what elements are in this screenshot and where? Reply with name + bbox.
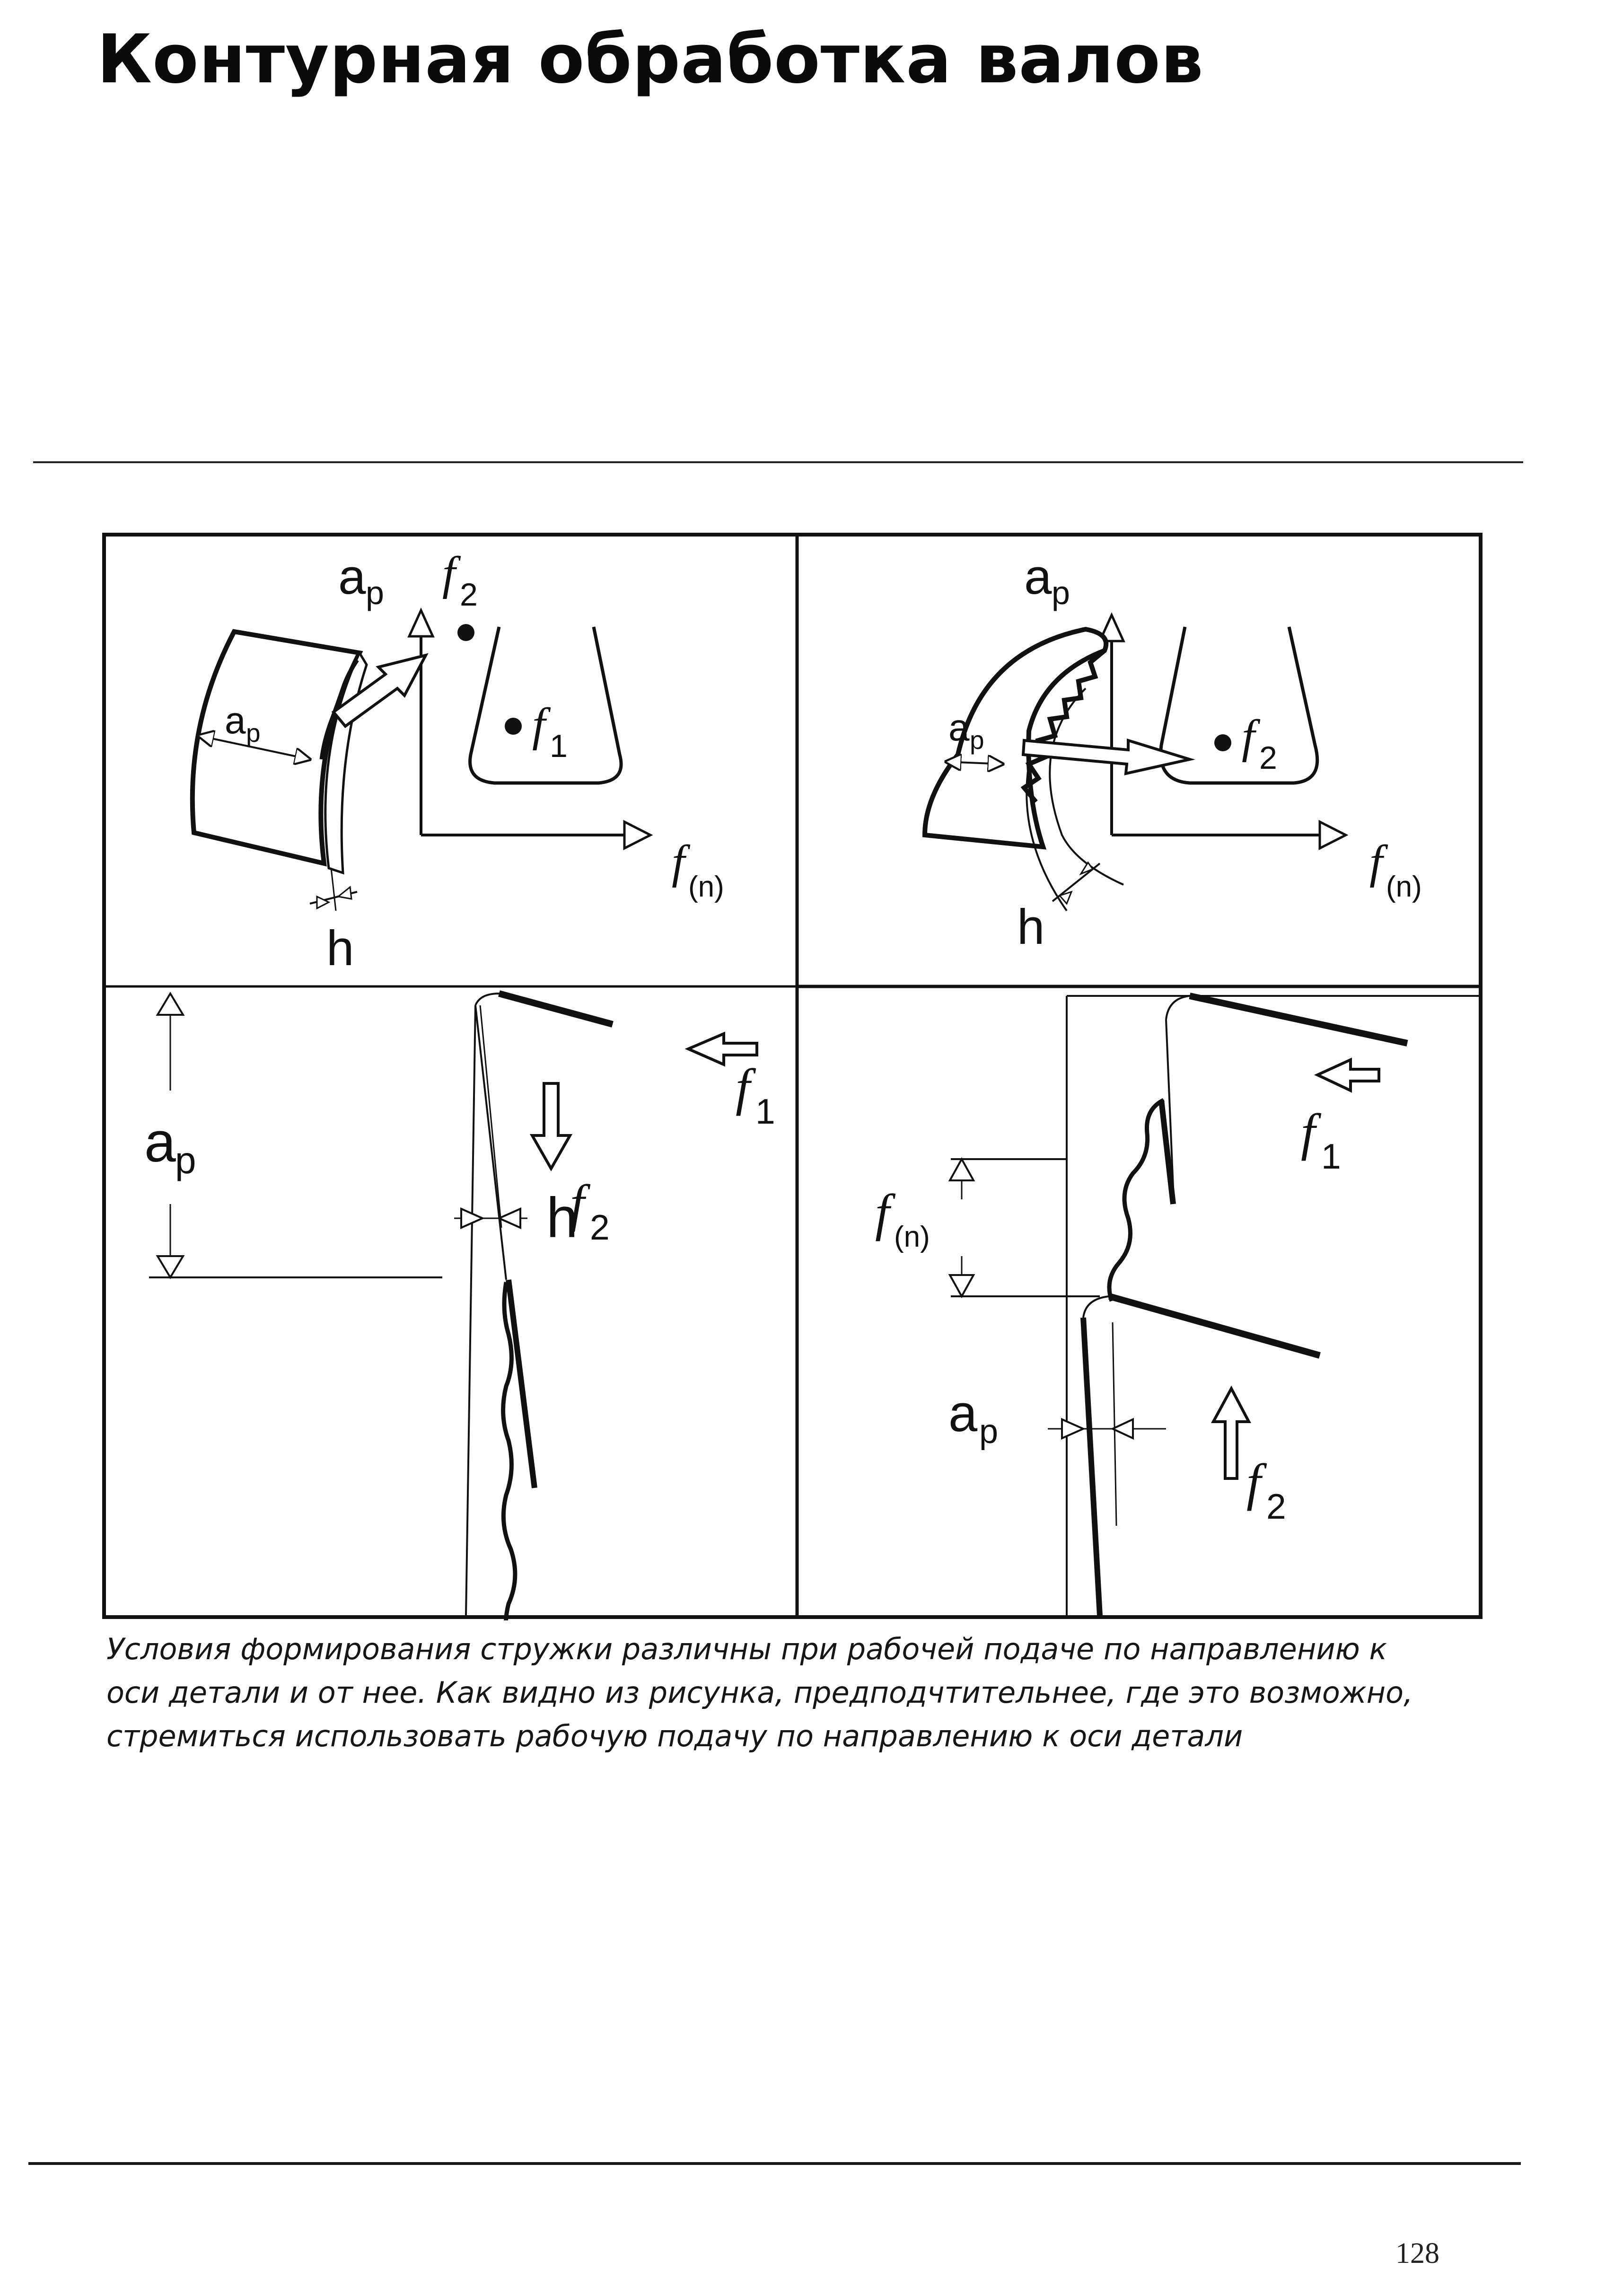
caption-line: Условия формирования стружки различны пр…: [106, 1632, 1387, 1666]
label-ap: a: [948, 1384, 978, 1443]
label-f2: f: [570, 1174, 591, 1232]
label-h: h: [546, 1186, 578, 1249]
page-number: 128: [1395, 2237, 1439, 2270]
label-h: h: [326, 921, 354, 976]
figure-caption: Условия формирования стружки различны пр…: [106, 1627, 1488, 1758]
label-f2: f: [1246, 1453, 1267, 1511]
svg-text:2: 2: [590, 1207, 610, 1247]
label-fn: f: [1369, 836, 1388, 888]
label-fn: f: [875, 1184, 896, 1241]
panel-bottom-right: f (n) a p f 1 f 2: [875, 993, 1481, 1617]
svg-text:2: 2: [460, 577, 478, 613]
label-ap-tool: a: [225, 699, 246, 741]
svg-text:1: 1: [755, 1091, 775, 1131]
label-h: h: [1017, 899, 1044, 955]
caption-line: стремиться использовать рабочую подачу п…: [106, 1719, 1243, 1753]
label-f1: f: [1301, 1103, 1322, 1161]
caption-line: оси детали и от нее. Как видно из рисунк…: [106, 1675, 1413, 1710]
svg-text:2: 2: [1266, 1487, 1286, 1526]
label-f2: f: [1242, 710, 1261, 763]
svg-text:p: p: [979, 1413, 998, 1451]
svg-text:1: 1: [550, 728, 568, 764]
svg-text:(n): (n): [1386, 871, 1422, 903]
panel-top-right: a p f 2 f (n) a p h: [922, 549, 1422, 955]
svg-text:p: p: [1052, 574, 1070, 611]
svg-text:(n): (n): [894, 1221, 930, 1253]
label-ap-tool: a: [948, 706, 970, 748]
chip-formation-figure: a p f 2 f 1 f (n) a p h a p f: [102, 532, 1485, 1620]
svg-text:p: p: [246, 718, 261, 748]
page-title: Контурная обработка валов: [97, 20, 1204, 98]
svg-text:p: p: [366, 574, 384, 611]
svg-text:p: p: [970, 725, 984, 755]
svg-text:p: p: [175, 1139, 196, 1181]
label-ap-axis: a: [338, 549, 366, 605]
label-f1: f: [532, 698, 551, 751]
svg-text:1: 1: [1321, 1136, 1341, 1176]
label-f1: f: [736, 1058, 756, 1116]
svg-text:(n): (n): [688, 871, 724, 903]
label-ap-axis: a: [1024, 549, 1052, 605]
bottom-divider: [28, 2162, 1521, 2165]
label-f2: f: [442, 547, 461, 599]
label-ap: a: [144, 1110, 176, 1174]
figure-frame: [102, 533, 1483, 1619]
top-divider: [33, 461, 1523, 463]
panel-top-left: a p f 2 f 1 f (n) a p h: [190, 547, 724, 976]
label-fn: f: [672, 836, 691, 888]
svg-text:2: 2: [1259, 740, 1277, 776]
panel-bottom-left: a p h f 1 f 2: [144, 990, 775, 1620]
